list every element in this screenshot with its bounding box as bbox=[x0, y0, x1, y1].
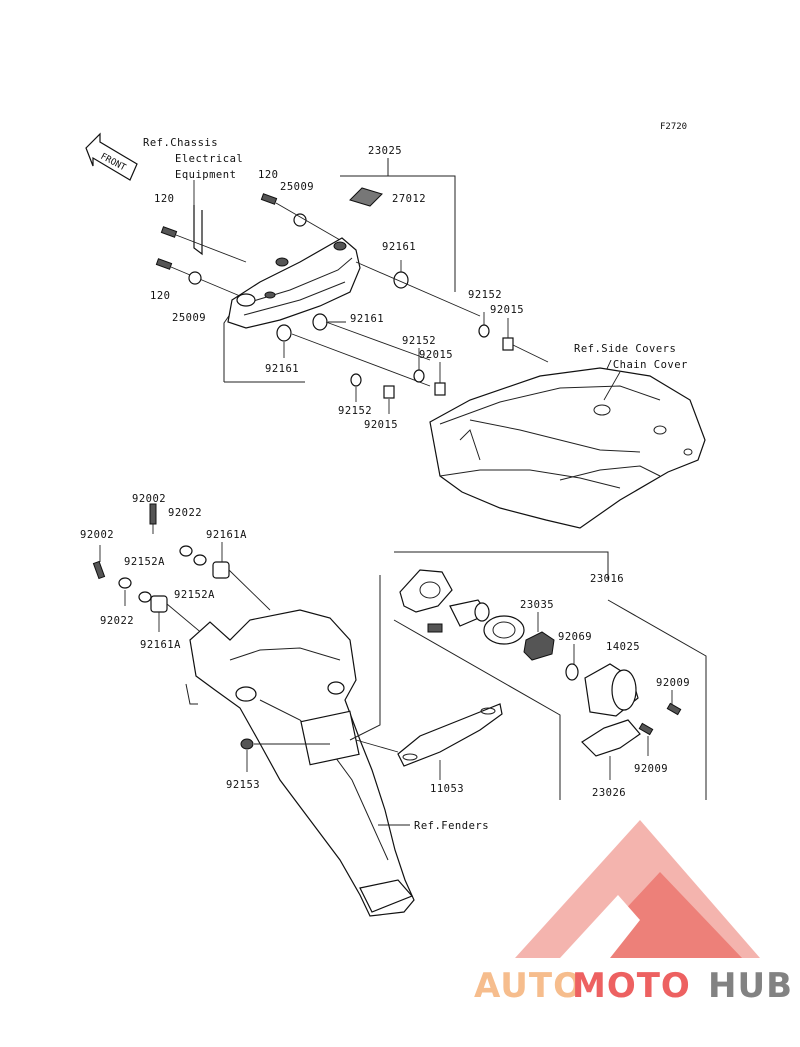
nut-92015-a bbox=[483, 312, 549, 363]
screw-92009-right bbox=[666, 690, 682, 716]
label-92152A-left: 92152A bbox=[174, 589, 215, 601]
group-bracket-23016 bbox=[349, 551, 707, 800]
label-92069: 92069 bbox=[558, 631, 592, 643]
gasket-23026 bbox=[581, 719, 641, 780]
grommet-92161A-top bbox=[212, 542, 271, 611]
label-25009-top: 25009 bbox=[280, 181, 314, 193]
label-92153: 92153 bbox=[226, 779, 260, 791]
logo-part-moto: MOTO bbox=[572, 966, 691, 1006]
bolt-120-bottom bbox=[155, 258, 241, 297]
front-arrow-icon: FRONT bbox=[85, 132, 138, 181]
label-23016: 23016 bbox=[590, 573, 624, 585]
logo-part-auto: AUTO bbox=[474, 966, 583, 1006]
ref-side-covers-line1: Ref.Side Covers bbox=[574, 343, 676, 355]
label-23026: 23026 bbox=[592, 787, 626, 799]
label-23035: 23035 bbox=[520, 599, 554, 611]
label-92009-right: 92009 bbox=[656, 677, 690, 689]
collar-92152-a bbox=[478, 324, 490, 338]
label-92152-a: 92152 bbox=[468, 289, 502, 301]
label-11053: 11053 bbox=[430, 783, 464, 795]
label-120-top: 120 bbox=[258, 169, 278, 181]
label-92161-c: 92161 bbox=[265, 363, 299, 375]
ref-chassis-line1: Ref.Chassis bbox=[143, 137, 218, 149]
bulb-socket bbox=[449, 599, 490, 627]
bracket-11053 bbox=[355, 703, 503, 780]
socket-23035 bbox=[523, 612, 555, 661]
bulb-92069 bbox=[565, 644, 579, 681]
label-92015-b: 92015 bbox=[419, 349, 453, 361]
ref-chassis-line2: Electrical bbox=[175, 153, 243, 165]
label-92152-c: 92152 bbox=[338, 405, 372, 417]
washer-92022-left bbox=[118, 577, 132, 606]
ref-chassis-line3: Equipment bbox=[175, 169, 236, 181]
bolt-120-top bbox=[260, 193, 278, 205]
chassis-bracket bbox=[193, 180, 203, 256]
nut-92015-c bbox=[383, 385, 395, 414]
label-92002-left: 92002 bbox=[80, 529, 114, 541]
tail-light-assembly bbox=[227, 237, 361, 329]
nut-92015-b bbox=[434, 362, 446, 396]
collar-92152A-left bbox=[138, 591, 152, 603]
lens-cap-14025 bbox=[584, 663, 639, 717]
screw-92153 bbox=[240, 738, 330, 772]
label-92022-top: 92022 bbox=[168, 507, 202, 519]
label-27012: 27012 bbox=[392, 193, 426, 205]
label-92152-b: 92152 bbox=[402, 335, 436, 347]
label-92161-b: 92161 bbox=[350, 313, 384, 325]
ref-side-covers-line2: /Chain Cover bbox=[606, 359, 688, 371]
label-120-bottom: 120 bbox=[150, 290, 170, 302]
collar-92152A-top bbox=[193, 554, 207, 566]
screw-92009-left bbox=[638, 722, 654, 756]
lamp-housing bbox=[399, 569, 453, 633]
label-92009-left: 92009 bbox=[634, 763, 668, 775]
side-cover bbox=[429, 367, 706, 529]
label-92161-a: 92161 bbox=[382, 241, 416, 253]
bolt-92002-left bbox=[92, 545, 106, 580]
label-92022-left: 92022 bbox=[100, 615, 134, 627]
decal-27012 bbox=[349, 187, 383, 207]
logo-part-hub: HUB bbox=[708, 966, 793, 1006]
automotohub-logo: AUTO MOTO HUB bbox=[474, 820, 793, 1006]
bolt-92002-top bbox=[149, 503, 157, 534]
label-92161A-left: 92161A bbox=[140, 639, 181, 651]
washer-25009-top bbox=[275, 202, 341, 241]
label-23025: 23025 bbox=[368, 145, 402, 157]
label-92015-c: 92015 bbox=[364, 419, 398, 431]
lamp-lens-ring bbox=[483, 615, 525, 645]
grommet-92161-b bbox=[312, 313, 346, 331]
rear-fender-bracket bbox=[185, 609, 415, 917]
label-92161A-top: 92161A bbox=[206, 529, 247, 541]
bolt-120-left bbox=[160, 226, 247, 263]
collar-92152-b bbox=[413, 348, 425, 383]
label-25009-bottom: 25009 bbox=[172, 312, 206, 324]
label-14025: 14025 bbox=[606, 641, 640, 653]
label-92152A-top: 92152A bbox=[124, 556, 165, 568]
grommet-92161-c bbox=[276, 321, 431, 387]
washer-25009-bottom bbox=[188, 271, 202, 285]
label-92002-top: 92002 bbox=[132, 493, 166, 505]
label-120-left: 120 bbox=[154, 193, 174, 205]
figure-code: F2720 bbox=[660, 122, 687, 132]
grommet-92161-a bbox=[355, 260, 481, 317]
collar-92152-c bbox=[350, 373, 362, 402]
ref-fenders: Ref.Fenders bbox=[414, 820, 489, 832]
washer-92022-top bbox=[179, 545, 193, 557]
label-92015-a: 92015 bbox=[490, 304, 524, 316]
